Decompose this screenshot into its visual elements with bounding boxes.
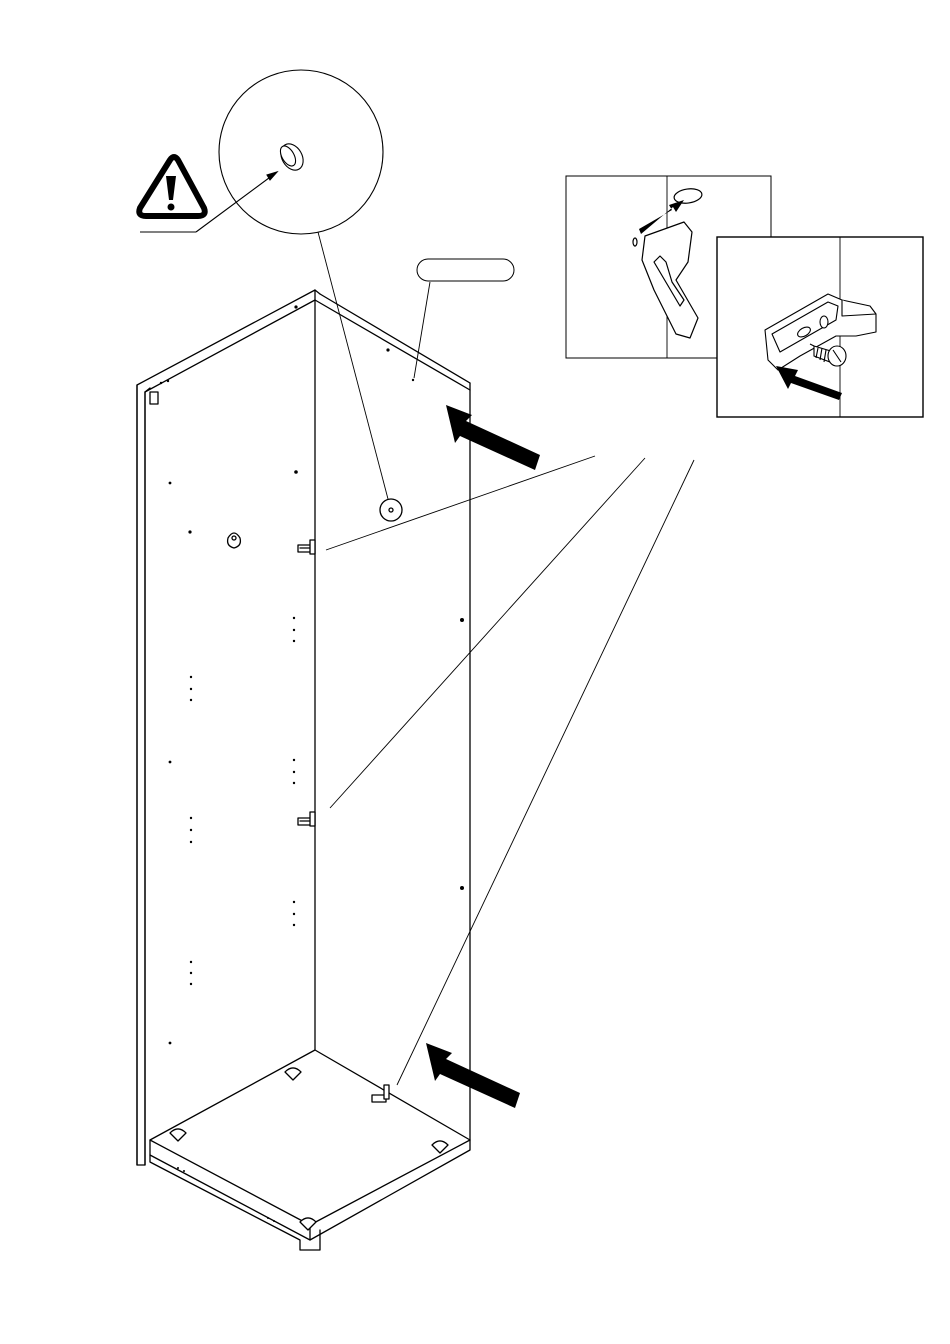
back-panel — [315, 294, 470, 1140]
insert-arrow-top — [446, 405, 540, 470]
detail-target-circle — [380, 499, 402, 521]
screw-detail — [717, 237, 923, 417]
insert-arrow-bottom — [426, 1043, 520, 1108]
top-corner-fitting — [150, 392, 158, 404]
left-side-panel — [137, 290, 320, 1165]
warning-triangle-icon — [139, 157, 205, 216]
leader-lines — [318, 232, 694, 1085]
hinge-fitting-middle — [298, 812, 315, 826]
keyhole-fitting — [228, 533, 241, 548]
magnifier-detail — [140, 70, 383, 234]
hinge-fitting-upper — [298, 540, 315, 554]
part-label — [417, 259, 514, 281]
